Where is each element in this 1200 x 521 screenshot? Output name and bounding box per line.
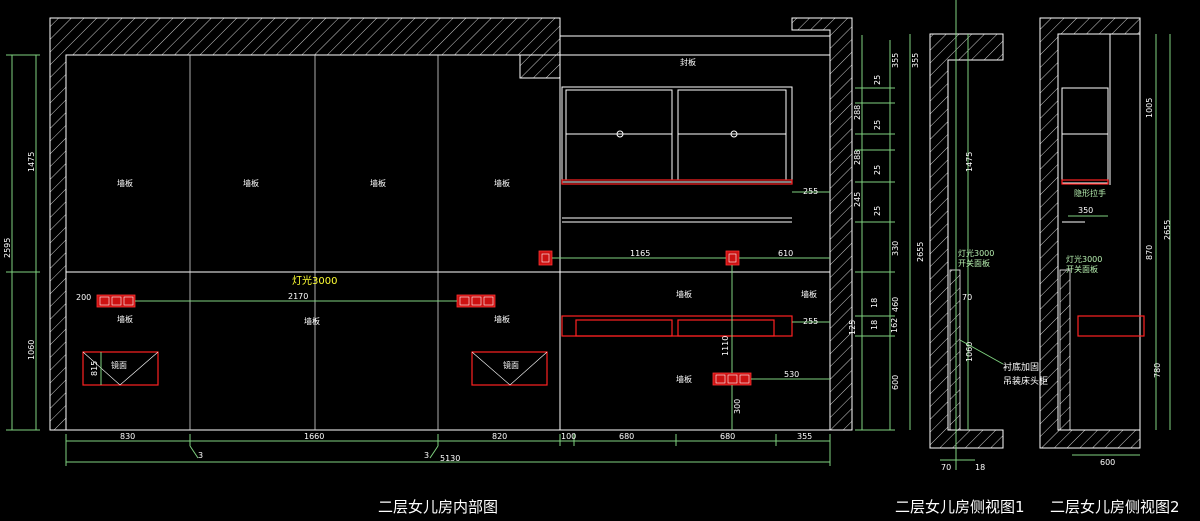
dim-text: 288: [853, 105, 862, 120]
dim-text: 5130: [440, 454, 460, 463]
panel-label: 墙板: [494, 314, 510, 324]
dim-text: 2595: [3, 238, 12, 258]
note-text: 吊装床头柜: [1003, 375, 1048, 387]
mirror-left: 镜面: [82, 351, 159, 386]
dim-text: 3: [198, 451, 203, 460]
dim-text: 2170: [288, 292, 308, 301]
note-text: 灯光3000: [958, 248, 994, 258]
dim-text: 25: [873, 75, 882, 85]
panel-label: 墙板: [494, 178, 510, 188]
dim-text: 870: [1145, 245, 1154, 260]
dim-text: 288: [853, 150, 862, 165]
mirror-right: 镜面: [471, 351, 548, 386]
dim-text: 355: [911, 53, 920, 68]
socket-left: [96, 294, 136, 308]
note-text: 灯光3000: [1066, 254, 1102, 264]
dim-text: 1165: [630, 249, 650, 258]
dim-text: 680: [619, 432, 634, 441]
upper-cabinet: [561, 86, 793, 223]
dim-text: 3: [424, 451, 429, 460]
dim-text: 815: [90, 361, 99, 376]
side2-bedside-cabinet: [1077, 315, 1145, 337]
wall-hatch-right: [791, 17, 853, 431]
dim-text: 25: [873, 206, 882, 216]
panel-label: 墙板: [117, 314, 133, 324]
dim-text: 680: [720, 432, 735, 441]
panel-label: 墙板: [243, 178, 259, 188]
caption-elevation: 二层女儿房内部图: [378, 498, 498, 516]
light-label: 灯光3000: [292, 274, 337, 287]
dim-text: 255: [803, 317, 818, 326]
dim-text: 100: [561, 432, 576, 441]
panel-label: 墙板: [676, 374, 692, 384]
dim-text: 610: [778, 249, 793, 258]
dim-text: 460: [891, 297, 900, 312]
note-text: 衬底加固: [1003, 361, 1039, 373]
svg-text:镜面: 镜面: [503, 360, 519, 370]
dim-text: 300: [733, 399, 742, 414]
switch-right: [725, 250, 740, 266]
dim-text: 830: [120, 432, 135, 441]
svg-text:镜面: 镜面: [111, 360, 127, 370]
dim-text: 1475: [27, 152, 36, 172]
dim-text: 1060: [965, 342, 974, 362]
dim-text: 1110: [721, 336, 730, 356]
dim-text: 330: [891, 241, 900, 256]
socket-cabinet: [712, 372, 752, 386]
dim-text: 1475: [965, 152, 974, 172]
dim-text: 125: [848, 320, 857, 335]
dim-text: 18: [870, 298, 879, 308]
dim-text: 2655: [1163, 220, 1172, 240]
dim-text: 1005: [1145, 98, 1154, 118]
seal-label: 封板: [680, 57, 696, 67]
socket-right: [456, 294, 496, 308]
note-text: 开关面板: [1066, 264, 1098, 274]
dim-text: 2655: [916, 242, 925, 262]
side-view-2: 隐形拉手 350 灯光3000 开关面板 1005 2655 870 780 6…: [1039, 17, 1180, 516]
note-text: 开关面板: [958, 258, 990, 268]
dim-text: 530: [784, 370, 799, 379]
caption-side1: 二层女儿房侧视图1: [895, 498, 1025, 516]
dim-text: 70: [941, 463, 951, 472]
panel-label: 墙板: [676, 289, 692, 299]
dim-text: 245: [853, 192, 862, 207]
dim-text: 18: [870, 320, 879, 330]
dim-text: 18: [975, 463, 985, 472]
main-elevation: 墙板 墙板 墙板 墙板 墙板 墙板 墙板 灯光3000 200 2170 镜面: [3, 17, 900, 516]
dim-text: 255: [803, 187, 818, 196]
dim-text: 600: [891, 375, 900, 390]
bedside-cabinet: [561, 315, 793, 337]
dim-text: 355: [797, 432, 812, 441]
dim-text: 355: [891, 53, 900, 68]
note-text: 隐形拉手: [1074, 188, 1106, 198]
panel-label: 墙板: [801, 289, 817, 299]
reinforcement-strip: [1059, 269, 1071, 431]
panel-label: 墙板: [370, 178, 386, 188]
panel-label: 墙板: [117, 178, 133, 188]
dim-text: 820: [492, 432, 507, 441]
dim-text: 70: [962, 293, 972, 302]
side-view-1: 355 1475 2655 70 1060 灯光3000 开关面板 衬底加固 吊…: [895, 0, 1048, 516]
caption-side2: 二层女儿房侧视图2: [1050, 498, 1180, 516]
side2-upper-cabinet: [1061, 87, 1109, 223]
dim-text: 200: [76, 293, 91, 302]
dim-text: 1060: [27, 340, 36, 360]
panel-label: 墙板: [304, 316, 320, 326]
dim-text: 162: [890, 318, 899, 333]
switch-left: [538, 250, 553, 266]
dim-text: 350: [1078, 206, 1093, 215]
dim-text: 25: [873, 165, 882, 175]
dim-text: 600: [1100, 458, 1115, 467]
dim-text: 25: [873, 120, 882, 130]
dim-text: 780: [1153, 363, 1162, 378]
reinforcement-strip: [949, 269, 961, 431]
room-outline: [65, 54, 831, 431]
dim-text: 1660: [304, 432, 324, 441]
